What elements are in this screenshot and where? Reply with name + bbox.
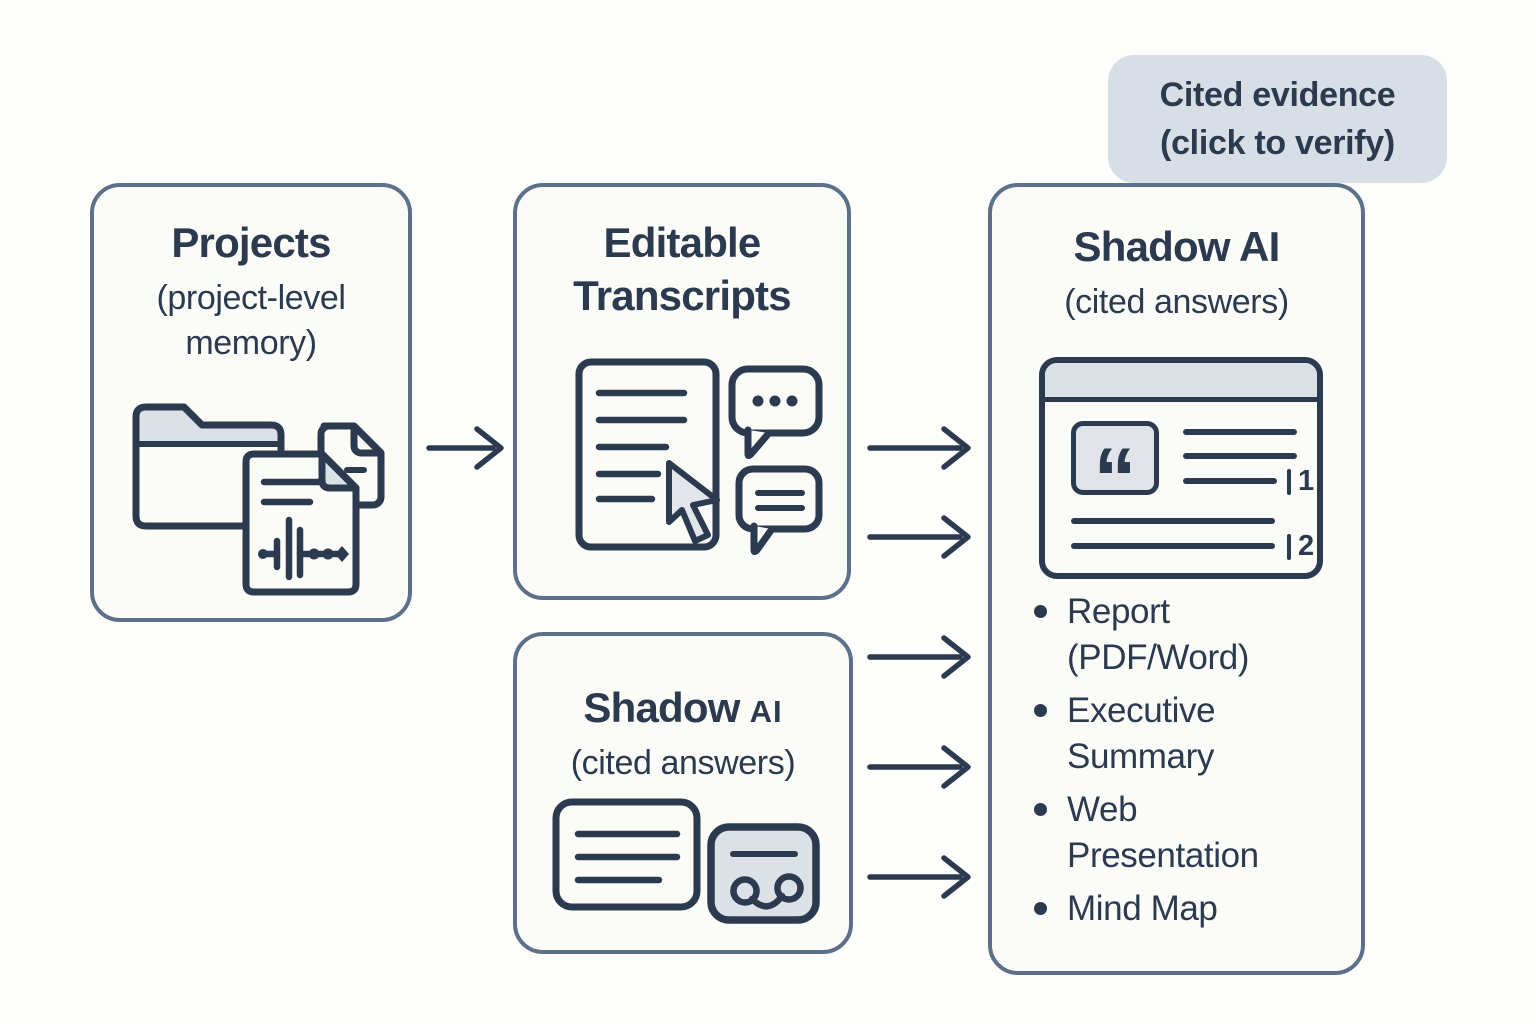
- shadow-ai-title-abbr: AI: [749, 694, 783, 729]
- shadow-ai-box: Shadow AI (cited answers): [513, 632, 853, 954]
- bullet-dot: [1034, 605, 1047, 618]
- projects-subtitle: (project-level memory): [156, 278, 346, 363]
- list-item: Mind Map: [1034, 886, 1319, 932]
- text-line: [1071, 518, 1275, 524]
- note-card-icon: [552, 798, 701, 911]
- waveform-icon: [258, 516, 349, 581]
- bullet-dot: [1034, 902, 1047, 915]
- callout-line-1: Cited evidence: [1159, 75, 1396, 114]
- callout-line-2: (click to verify): [1160, 124, 1395, 162]
- output-subtitle: (cited answers): [1064, 282, 1289, 321]
- citation-marker-2: 2: [1287, 530, 1314, 563]
- quote-icon: “: [1071, 421, 1159, 522]
- shadow-ai-title: Shadow AI: [517, 682, 849, 735]
- arrow-transcripts-to-output-1: [867, 426, 971, 470]
- chat-bubble-lines-icon: [735, 465, 823, 555]
- output-title: Shadow AI: [1073, 223, 1281, 270]
- citation-card: “ 1 2: [1039, 357, 1323, 579]
- text-line: [1183, 478, 1277, 484]
- projects-icons: [132, 403, 385, 596]
- text-line: [1183, 453, 1297, 459]
- shadow-ai-title-word: Shadow: [583, 684, 740, 731]
- text-line: [1183, 429, 1297, 435]
- cursor-icon: [666, 460, 720, 544]
- bullet-dot: [1034, 803, 1047, 816]
- arrow-projects-to-transcripts: [426, 426, 504, 470]
- arrow-shadow-to-output-1: [867, 635, 971, 679]
- voicemail-card-icon: [707, 823, 820, 924]
- citation-marker-1: 1: [1287, 465, 1314, 498]
- arrow-transcripts-to-output-2: [867, 515, 971, 559]
- output-list: Report (PDF/Word) Executive Summary Web …: [1034, 589, 1319, 939]
- chat-bubble-dots-icon: [728, 365, 823, 459]
- projects-title: Projects: [171, 219, 331, 266]
- citation-card-header: [1045, 363, 1317, 402]
- shadow-ai-subtitle: (cited answers): [570, 743, 796, 782]
- transcripts-title: Editable Transcripts: [573, 219, 791, 319]
- folder-icon: [132, 403, 285, 530]
- shadow-ai-icons: [552, 798, 820, 924]
- arrow-shadow-to-output-2: [867, 745, 971, 789]
- output-box: Shadow AI (cited answers) “ 1 2 Report (…: [988, 183, 1365, 975]
- list-item: Executive Summary: [1034, 688, 1319, 780]
- transcripts-box: Editable Transcripts: [513, 183, 851, 600]
- text-line: [1071, 543, 1275, 549]
- projects-box: Projects (project-level memory): [90, 183, 412, 622]
- audio-document-icon: [242, 450, 360, 596]
- list-item: Report (PDF/Word): [1034, 589, 1319, 681]
- transcripts-icons: [575, 358, 823, 555]
- cited-evidence-callout: Cited evidence (click to verify): [1108, 55, 1447, 183]
- arrow-shadow-to-output-3: [867, 855, 971, 899]
- list-item: Web Presentation: [1034, 787, 1319, 879]
- bullet-dot: [1034, 704, 1047, 717]
